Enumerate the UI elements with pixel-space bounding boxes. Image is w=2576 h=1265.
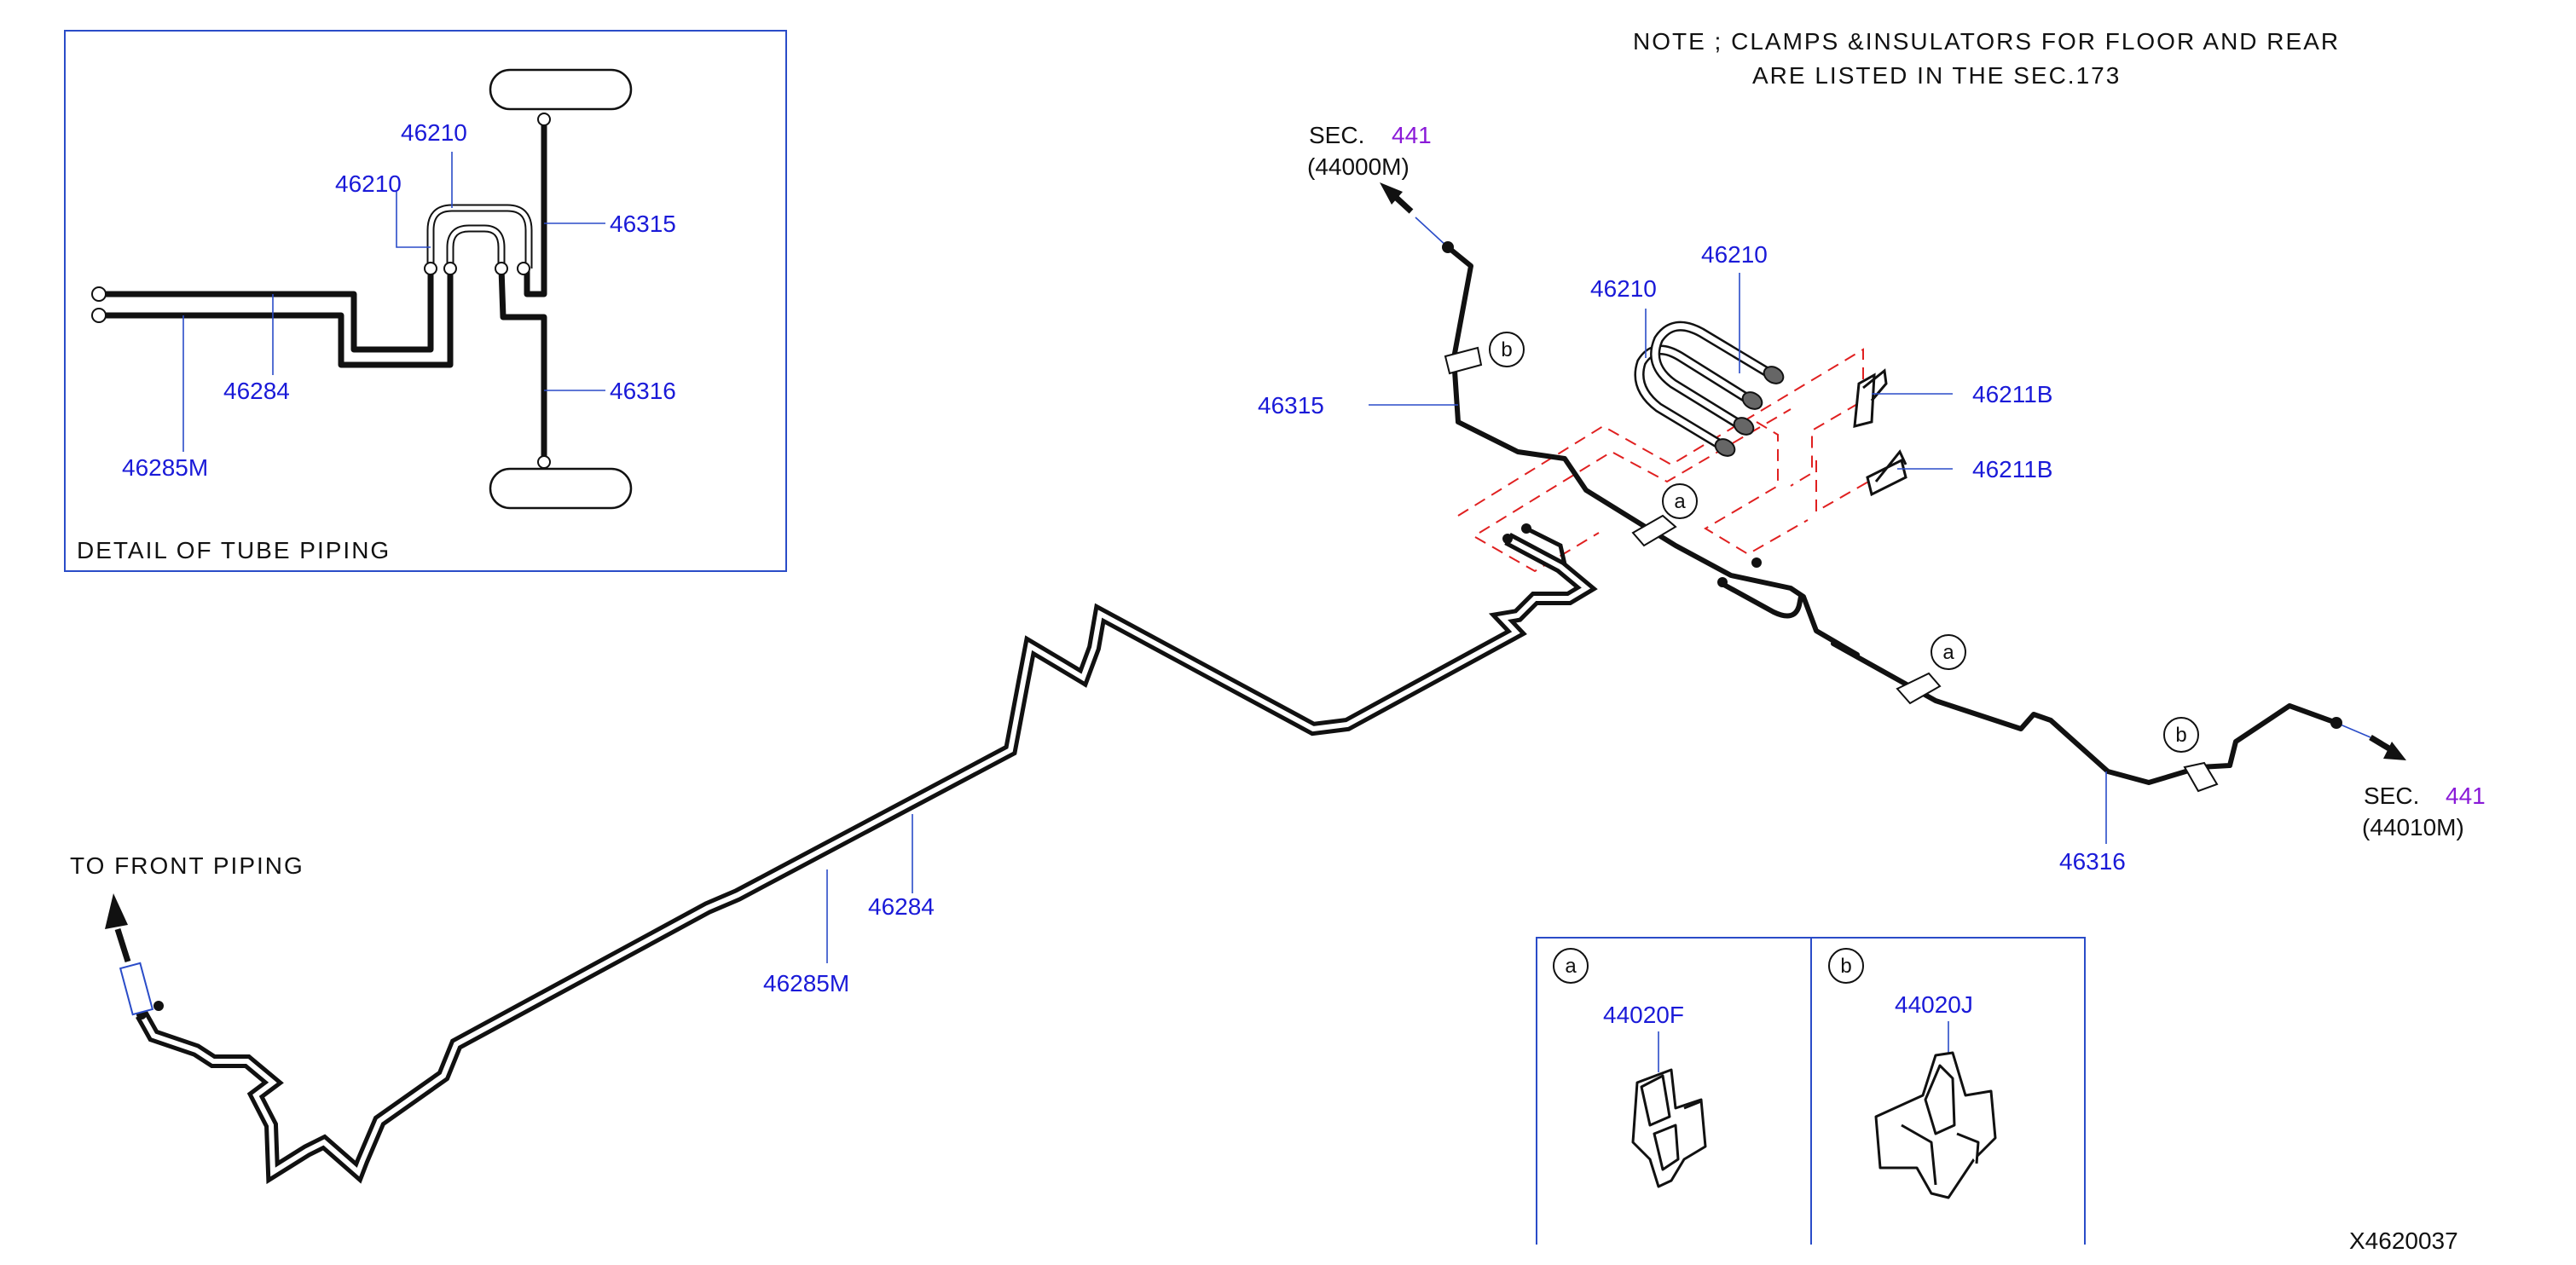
clamp-b-part-label: 44020J [1895, 991, 1973, 1018]
upper-brake-drum [489, 68, 633, 111]
detail-tube-46315 [524, 116, 547, 297]
dashed-mounting-outline [1457, 348, 1877, 573]
clip-46211B-upper [1853, 368, 1888, 428]
lower-brake-drum [489, 467, 633, 510]
detail-label-46315: 46315 [610, 211, 676, 237]
detail-label-46284: 46284 [223, 378, 290, 404]
label-46285M: 46285M [763, 970, 849, 996]
label-46315: 46315 [1258, 392, 1324, 419]
sec-top-code: (44000M) [1307, 153, 1410, 180]
detail-tube-46316 [498, 265, 547, 468]
sec-right-number: 441 [2446, 783, 2486, 809]
clamp-a-marker: a [1565, 955, 1577, 978]
clip-44020J-drawing [1874, 1051, 1997, 1199]
detail-of-tube-piping: 46210 46210 46315 46316 46284 46285M DET… [64, 30, 787, 572]
to-front-piping-label: TO FRONT PIPING [70, 852, 304, 879]
sec-top-prefix: SEC. [1309, 122, 1364, 148]
label-46211B-upper: 46211B [1972, 381, 2052, 407]
detail-frame [64, 30, 787, 572]
detail-tube-46284 [97, 265, 434, 353]
clamp-detail-box: a b 44020F 44020J [1536, 937, 2086, 1245]
label-46210-right: 46210 [1701, 241, 1768, 268]
clip-46211B-lower [1866, 449, 1907, 497]
label-46284: 46284 [868, 893, 935, 920]
detail-label-46210-lower: 46210 [335, 170, 402, 197]
marker-a-lower: a [1942, 641, 1954, 664]
sec-right-prefix: SEC. [2364, 783, 2419, 809]
clamp-a-part-label: 44020F [1603, 1002, 1684, 1028]
main-tube-46284-46285M [105, 523, 1598, 1185]
label-46316: 46316 [2059, 848, 2126, 875]
label-46210-left: 46210 [1590, 275, 1657, 302]
marker-b-lower: b [2175, 724, 2186, 747]
note-line-2: ARE LISTED IN THE SEC.173 [1752, 62, 2121, 89]
marker-b-upper: b [1501, 338, 1512, 361]
detail-label-46285M: 46285M [122, 454, 208, 481]
detail-label-46316: 46316 [610, 378, 676, 404]
label-46211B-lower: 46211B [1972, 456, 2052, 482]
clip-44020F-drawing [1631, 1068, 1707, 1188]
detail-caption: DETAIL OF TUBE PIPING [77, 537, 391, 563]
sec-top-number: 441 [1392, 122, 1432, 148]
clamp-b-marker: b [1840, 955, 1851, 978]
note-line-1: NOTE ; CLAMPS &INSULATORS FOR FLOOR AND … [1633, 28, 2340, 55]
sec-right-code: (44010M) [2362, 814, 2464, 840]
detail-label-46210-upper: 46210 [401, 119, 467, 146]
main-u-tubes-46210 [1634, 321, 1785, 457]
detail-tube-46285M [97, 265, 454, 368]
clamp-markers: b a a b [1444, 332, 2219, 793]
marker-a-upper: a [1674, 490, 1686, 513]
drawing-id: X4620037 [2349, 1227, 2458, 1254]
